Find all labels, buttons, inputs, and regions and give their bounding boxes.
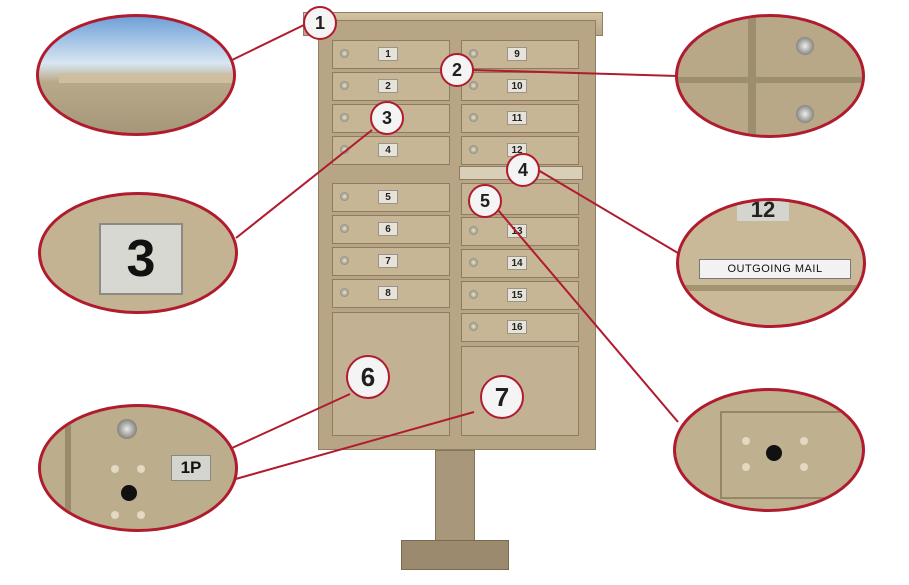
callout-line-2	[471, 69, 679, 77]
mail-door: 10	[461, 72, 579, 101]
edge	[65, 407, 71, 529]
hline	[678, 77, 862, 83]
roof-ledge	[59, 73, 233, 83]
rivet-dot	[137, 465, 145, 473]
box-number-tag: 8	[378, 286, 398, 300]
lock-icon	[340, 288, 349, 297]
lock-icon	[469, 49, 478, 58]
strip	[679, 285, 863, 291]
zoom-roof-detail	[36, 14, 236, 136]
mail-door: 5	[332, 183, 450, 212]
zoom-lock-detail	[675, 14, 865, 138]
pedestal-base	[401, 540, 509, 570]
callout-line-7	[231, 411, 475, 481]
rivet-dot	[800, 437, 808, 445]
lock-icon	[340, 192, 349, 201]
mail-door: 14	[461, 249, 579, 278]
keyhole	[766, 445, 782, 461]
lock-icon	[340, 224, 349, 233]
lock-icon	[469, 145, 478, 154]
key-lock-icon	[117, 419, 137, 439]
lock-icon	[340, 145, 349, 154]
mail-door: 1	[332, 40, 450, 69]
callout-line-4	[537, 169, 684, 257]
rivet-dot	[111, 465, 119, 473]
callout-marker-4: 4	[506, 153, 540, 187]
box-number-tag: 5	[378, 190, 398, 204]
mail-door: 16	[461, 313, 579, 342]
lock-icon	[340, 113, 349, 122]
callout-line-6	[231, 393, 351, 449]
callout-marker-5: 5	[468, 184, 502, 218]
lock-icon	[469, 81, 478, 90]
parcel-tag: 1P	[171, 455, 211, 481]
lock-icon	[469, 113, 478, 122]
lock-icon	[796, 105, 814, 123]
zoom-parcel-locker: 1P	[38, 404, 238, 532]
lock-icon	[469, 322, 478, 331]
frame	[720, 411, 862, 499]
box-number-tag: 9	[507, 47, 527, 61]
box-number-tag: 16	[507, 320, 527, 334]
box-number-tag: 7	[378, 254, 398, 268]
number-tag-closeup: 3	[99, 223, 183, 295]
callout-marker-7: 7	[480, 375, 524, 419]
lock-icon	[340, 81, 349, 90]
box-number-tag: 10	[507, 79, 527, 93]
rivet-dot	[742, 437, 750, 445]
lock-icon	[340, 49, 349, 58]
lock-icon	[469, 226, 478, 235]
box-number-tag: 6	[378, 222, 398, 236]
zoom-outgoing-slot-detail	[673, 388, 865, 512]
lock-icon	[340, 256, 349, 265]
callout-line-5	[497, 209, 679, 423]
number-tag-12: 12	[737, 201, 789, 222]
lock-icon	[469, 258, 478, 267]
mail-door: 4	[332, 136, 450, 165]
mail-door: 6	[332, 215, 450, 244]
box-number-tag: 15	[507, 288, 527, 302]
callout-marker-3: 3	[370, 101, 404, 135]
mail-door: 7	[332, 247, 450, 276]
mail-door: 11	[461, 104, 579, 133]
lock-icon	[469, 290, 478, 299]
vline	[748, 17, 756, 135]
callout-line-3	[235, 129, 373, 239]
rivet-dot	[137, 511, 145, 519]
mail-door: 8	[332, 279, 450, 308]
callout-marker-6: 6	[346, 355, 390, 399]
box-number-tag: 11	[507, 111, 527, 125]
outgoing-mail-label: OUTGOING MAIL	[699, 259, 851, 279]
zoom-number-tag: 3	[38, 192, 238, 314]
box-number-tag: 4	[378, 143, 398, 157]
rivet-dot	[800, 463, 808, 471]
rivet-dot	[111, 511, 119, 519]
callout-line-1	[231, 23, 307, 61]
box-number-tag: 2	[378, 79, 398, 93]
callout-marker-2: 2	[440, 53, 474, 87]
mail-door: 15	[461, 281, 579, 310]
mail-door: 2	[332, 72, 450, 101]
box-number-tag: 1	[378, 47, 398, 61]
callout-marker-1: 1	[303, 6, 337, 40]
lock-icon	[796, 37, 814, 55]
keyhole	[121, 485, 137, 501]
zoom-outgoing-mail: 12 OUTGOING MAIL	[676, 198, 866, 328]
box-number-tag: 14	[507, 256, 527, 270]
rivet-dot	[742, 463, 750, 471]
